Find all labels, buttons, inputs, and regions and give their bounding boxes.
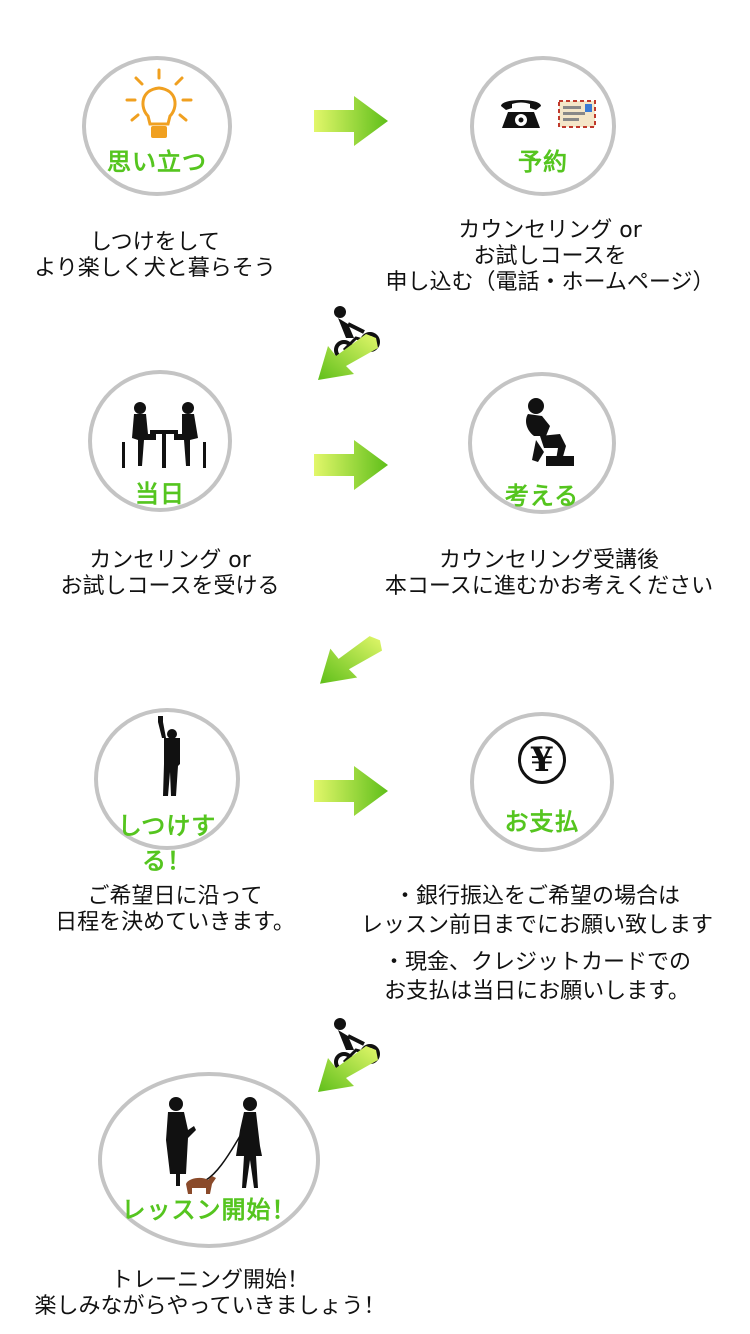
step-desc-3: カンセリング or お試しコースを受ける (60, 548, 280, 599)
lightbulb-icon (125, 68, 193, 138)
raised-fist-icon (158, 716, 180, 796)
thinker-icon (526, 398, 574, 466)
step-desc-6: ・銀行振込をご希望の場合は レッスン前日までにお願い致します ・現金、クレジット… (360, 884, 713, 1004)
step-label-6: お支払 (504, 808, 580, 836)
step-circle-1: 思い立つ (82, 56, 232, 196)
yen-icon: ¥ (518, 736, 566, 784)
step-circle-6: ¥ お支払 (470, 712, 614, 852)
step-desc-5: ご希望日に沿って 日程を決めていきます。 (55, 884, 295, 935)
step-circle-3: 当日 (88, 370, 232, 512)
step-circle-2: 予約 (470, 56, 616, 196)
step-circle-4: 考える (468, 372, 616, 514)
step-label-2: 予約 (518, 148, 568, 176)
arrow-down-left-3 (318, 1046, 378, 1092)
step-desc-1: しつけをして より楽しく犬と暮らそう (34, 230, 276, 281)
arrow-down-left-2 (320, 636, 382, 684)
arrow-right-1 (314, 96, 388, 146)
step-desc-7: トレーニング開始！ 楽しみながらやっていきましょう！ (34, 1268, 386, 1319)
arrow-right-2 (314, 440, 388, 490)
step-label-1: 思い立つ (107, 148, 207, 176)
step-label-4: 考える (504, 482, 580, 510)
meeting-icon (122, 402, 206, 468)
step-label-5: しつけする！ (117, 812, 217, 875)
step-desc-4: カウンセリング受講後 本コースに進むかお考えください (384, 548, 714, 599)
dog-walk-icon (166, 1097, 262, 1194)
step-circle-5: しつけする！ (94, 708, 240, 875)
step-desc-2: カウンセリング or お試しコースを 申し込む（電話・ホームページ） (385, 218, 715, 295)
step-label-3: 当日 (135, 480, 185, 508)
telephone-icon (501, 100, 541, 128)
step-circle-7: レッスン開始！ (98, 1072, 320, 1248)
mail-icon (558, 100, 596, 128)
arrow-right-3 (314, 766, 388, 816)
arrow-down-left-1 (318, 334, 378, 380)
step-label-7: レッスン開始！ (121, 1196, 297, 1224)
